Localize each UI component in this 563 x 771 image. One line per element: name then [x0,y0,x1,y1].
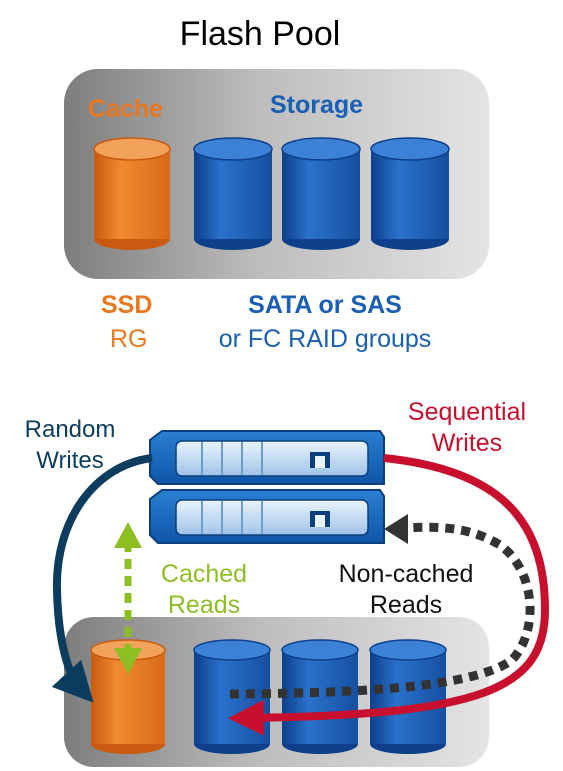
disk-type-label: SATA or SAS [248,291,402,319]
page-title: Flash Pool [179,15,341,53]
top-cache-cylinder [93,137,171,250]
noncached-reads-arrow [229,514,535,699]
ssd-label: SSD [101,291,153,319]
noncached-reads-label-line2: Reads [369,591,443,619]
top-storage-cylinder-3 [370,137,450,250]
noncached-reads-label-line1: Non-cached [338,560,474,588]
bottom-storage-cylinder-2 [281,639,359,754]
top-storage-cylinder-1 [193,137,273,250]
sequential-writes-arrow [228,454,550,736]
top-storage-cylinder-2 [281,137,361,250]
cached-reads-arrow [114,522,142,674]
bottom-storage-cylinder-3 [369,639,447,754]
storage-controller [149,430,385,544]
random-writes-arrow [51,454,153,703]
cache-label: Cache [88,95,164,123]
storage-label: Storage [270,91,364,119]
rg-label: RG [110,325,148,353]
random-writes-label-line2: Writes [36,447,104,474]
sequential-writes-label-line2: Writes [431,429,503,457]
cached-reads-label-line1: Cached [160,560,248,588]
random-writes-label-line1: Random [24,416,116,443]
raid-groups-label: or FC RAID groups [218,325,432,353]
sequential-writes-label-line1: Sequential [407,398,527,426]
cached-reads-label-line2: Reads [167,591,241,619]
